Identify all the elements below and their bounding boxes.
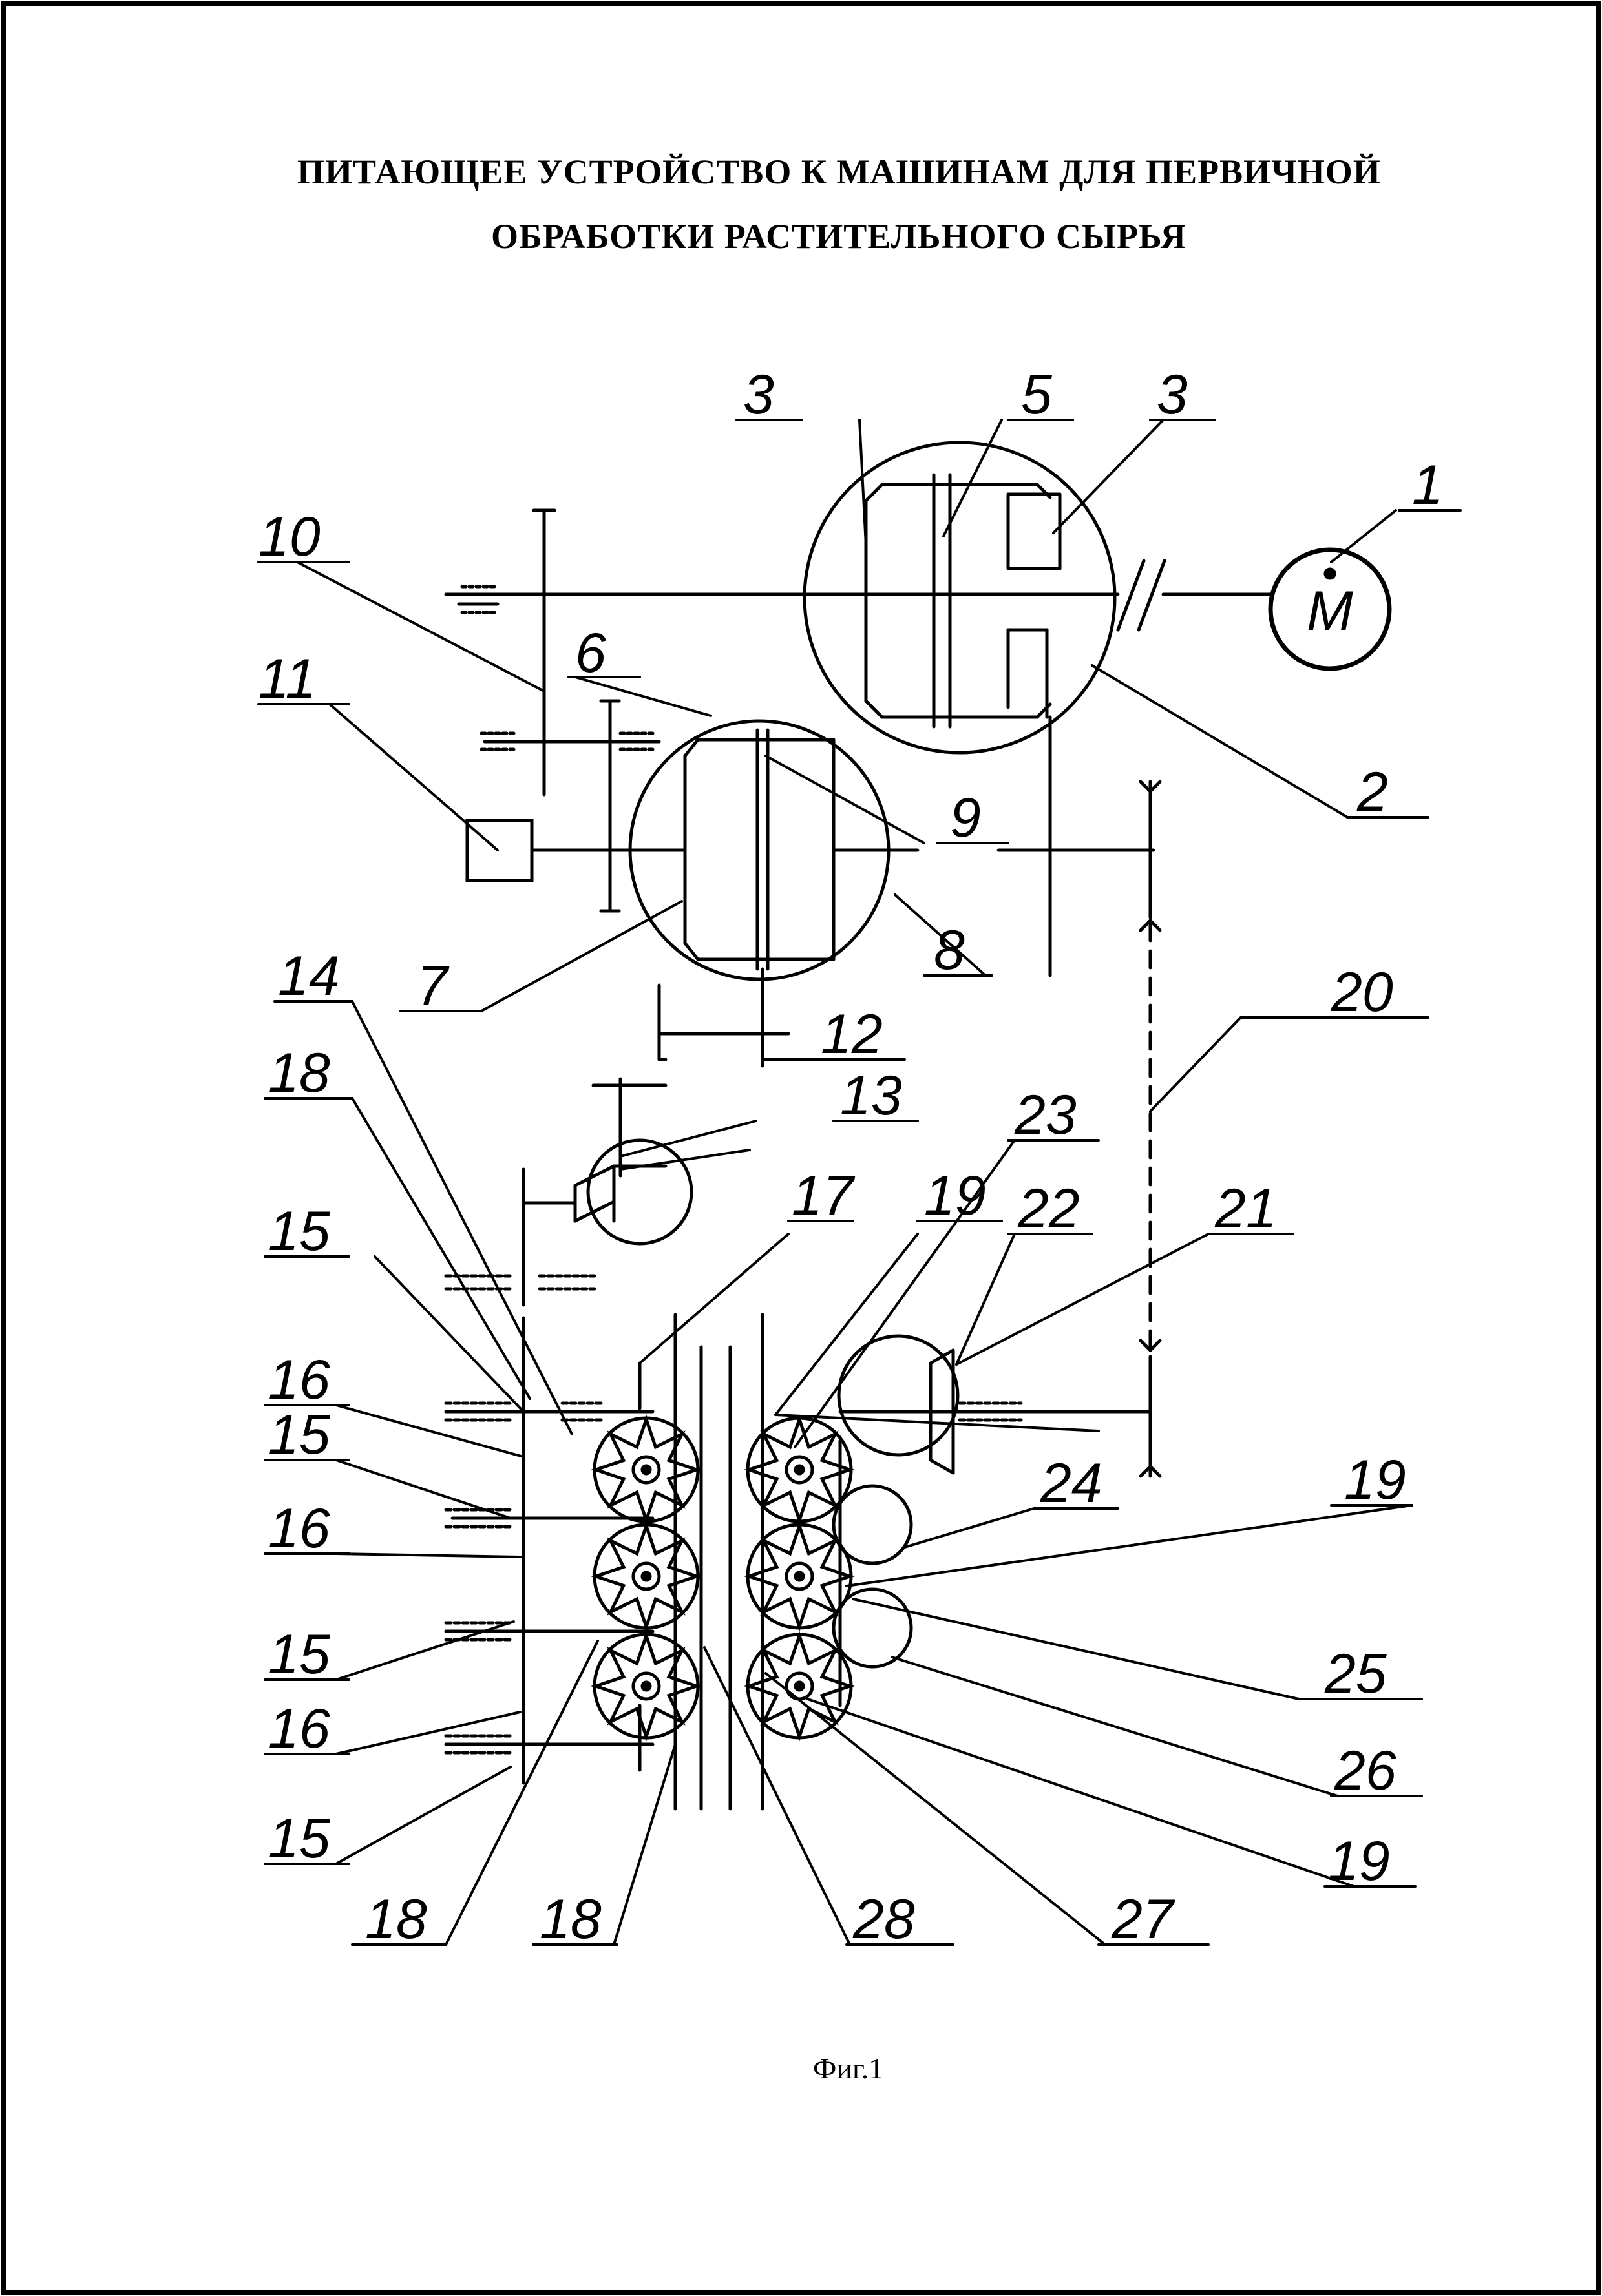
label-25: 25 <box>1324 1643 1387 1705</box>
label-21: 21 <box>1214 1178 1277 1240</box>
left-rollers <box>595 1418 698 1738</box>
label-17: 17 <box>792 1165 856 1227</box>
left-roller-3 <box>595 1634 698 1738</box>
label-7: 7 <box>417 955 450 1017</box>
label-11: 11 <box>258 648 316 710</box>
label-1: 1 <box>1412 454 1443 516</box>
planetary-gear-housing-2 <box>805 443 1115 753</box>
label-18-b: 18 <box>365 1888 427 1950</box>
label-15-b: 15 <box>268 1404 331 1466</box>
label-3: 3 <box>1157 364 1188 426</box>
label-19-b: 19 <box>1344 1449 1406 1511</box>
left-roller-1 <box>595 1418 698 1521</box>
label-18-top: 18 <box>268 1042 330 1104</box>
reference-numerals: 3 5 3 1 2 6 10 11 9 8 7 12 13 14 18 15 1… <box>258 364 1443 1950</box>
clutch-coupling <box>1118 561 1165 630</box>
label-16-a: 16 <box>268 1349 330 1411</box>
motor: M <box>1270 550 1389 669</box>
bearing-left-1 <box>446 1276 595 1289</box>
label-16-c: 16 <box>268 1698 330 1760</box>
label-19-c: 19 <box>1328 1830 1390 1892</box>
roller-24 <box>834 1486 911 1563</box>
label-12: 12 <box>821 1003 883 1065</box>
label-8: 8 <box>934 919 965 981</box>
differential-2 <box>866 475 1060 727</box>
label-5: 5 <box>1021 364 1053 426</box>
control-unit-11 <box>467 820 532 881</box>
feed-chute <box>640 1315 763 1809</box>
label-24: 24 <box>1040 1452 1102 1514</box>
label-10: 10 <box>258 506 321 568</box>
bevel-housing-13 <box>588 1140 691 1244</box>
label-26: 26 <box>1334 1740 1396 1802</box>
page-border <box>4 4 1598 2292</box>
roller-26 <box>834 1589 911 1667</box>
label-15-a: 15 <box>268 1200 331 1262</box>
label-6: 6 <box>575 622 606 684</box>
figure-caption: Фиг.1 <box>813 2051 883 2085</box>
label-14: 14 <box>278 945 340 1007</box>
label-4: 3 <box>743 364 774 426</box>
label-16-b: 16 <box>268 1498 330 1560</box>
label-13: 13 <box>840 1065 902 1127</box>
label-22: 22 <box>1017 1178 1080 1240</box>
label-9: 9 <box>950 787 981 849</box>
label-20: 20 <box>1331 961 1393 1023</box>
label-19-a: 19 <box>924 1165 986 1227</box>
label-2: 2 <box>1356 761 1388 823</box>
label-28: 28 <box>852 1888 915 1950</box>
left-roller-2 <box>595 1525 698 1628</box>
label-23: 23 <box>1014 1084 1077 1146</box>
bearing-top <box>459 587 498 612</box>
roller-23 <box>839 1336 958 1455</box>
differential-8 <box>685 730 918 969</box>
motor-symbol: M <box>1307 580 1353 642</box>
label-27: 27 <box>1111 1888 1175 1950</box>
label-15-d: 15 <box>268 1808 331 1870</box>
label-15-c: 15 <box>268 1623 331 1685</box>
label-18-c: 18 <box>540 1888 602 1950</box>
